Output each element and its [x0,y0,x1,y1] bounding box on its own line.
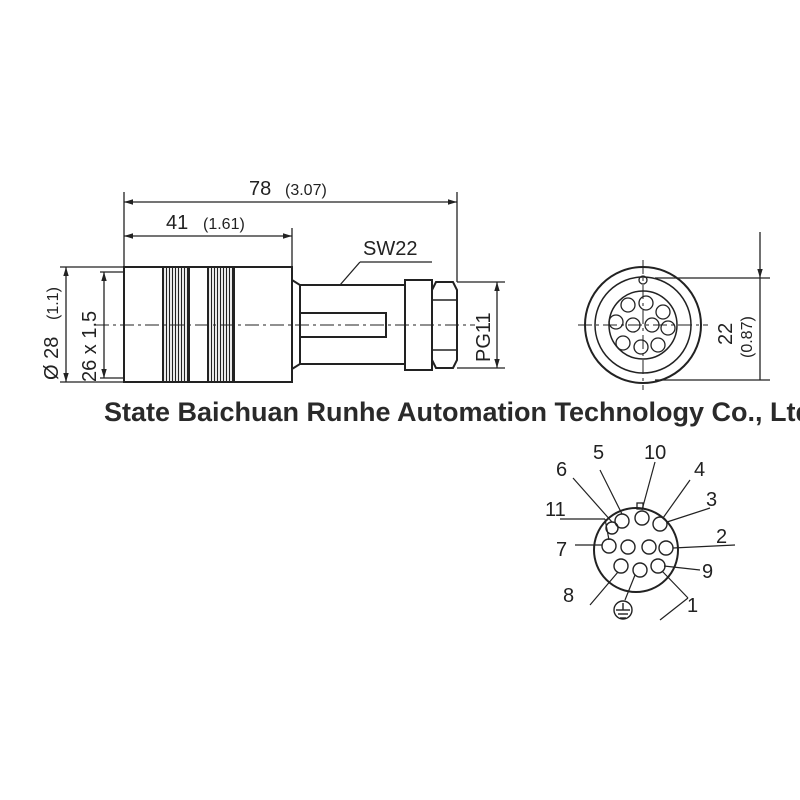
dim-diameter: Ø 28 [41,337,63,380]
hex-nut [431,281,458,369]
dim-front-height: 22 [715,323,737,345]
pin-label-5: 5 [593,442,604,464]
front-view [578,260,708,390]
dimension-body [124,228,293,280]
pin-label-11: 11 [545,499,566,521]
ground-icon [613,600,633,620]
pin-label-9: 9 [702,561,713,583]
pin-label-7: 7 [556,539,567,561]
dim-overall-length-inch: (3.07) [285,182,327,199]
side-view [95,266,475,383]
dim-body-length: 41 [166,212,188,234]
dim-thread-size: 26 x 1.5 [79,311,101,382]
wrench-size-label: SW22 [363,238,417,260]
dim-diameter-inch: (1.1) [45,287,62,320]
pin-label-8: 8 [563,585,574,607]
dim-body-length-inch: (1.61) [203,216,245,233]
pin-label-1: 1 [687,595,698,617]
pin-label-6: 6 [556,459,567,481]
pinout-diagram [560,461,736,621]
dim-overall-length: 78 [249,178,271,200]
dim-front-height-inch: (0.87) [739,316,756,358]
pin-label-4: 4 [694,459,705,481]
watermark-text: State Baichuan Runhe Automation Technolo… [104,397,800,427]
pin-label-2: 2 [716,526,727,548]
pin-label-3: 3 [706,489,717,511]
pin-label-10: 10 [644,442,666,464]
thread-pg-label: PG11 [473,312,495,362]
dimension-overall [123,192,458,282]
